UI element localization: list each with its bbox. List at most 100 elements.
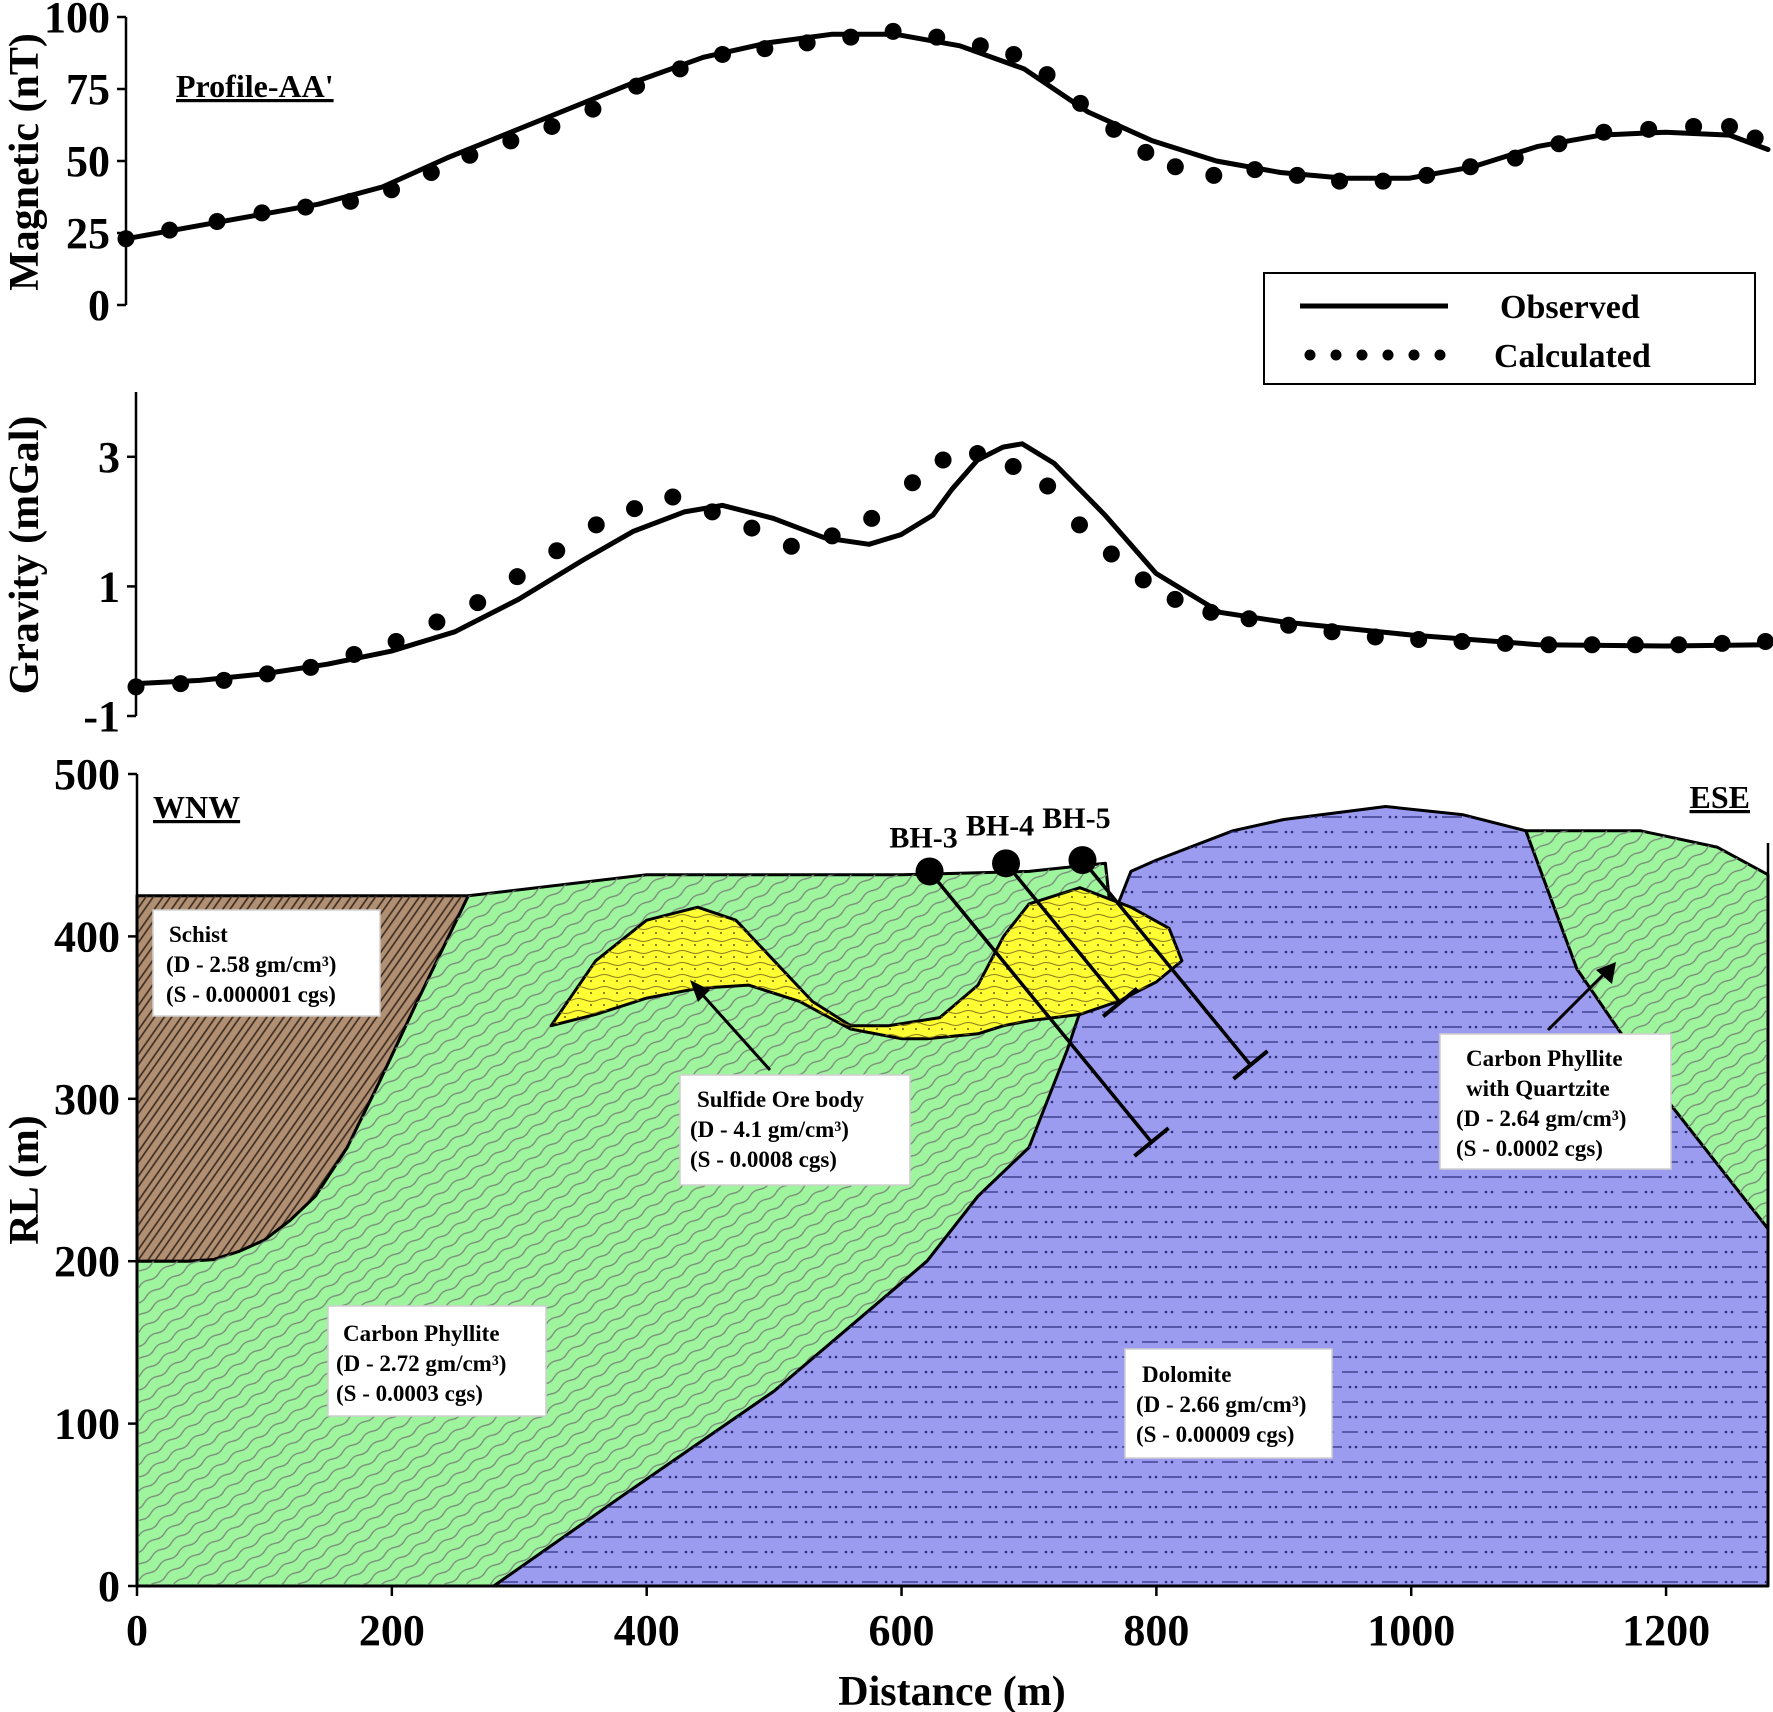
gravity-calculated-point [1039,477,1057,495]
legend-dot [1382,349,1394,361]
gravity-calculated-point [1240,610,1258,628]
gravity-calculated-point [1496,634,1514,652]
quartzite-label-name-2: with Quartzite [1466,1076,1610,1101]
magnetic-calculated-point [671,60,689,78]
gravity-calculated-point [626,500,644,518]
legend-box [1263,272,1756,385]
section-layers [135,805,1770,1588]
gravity-calculated-point [1626,636,1644,654]
quartzite-label-density: (D - 2.64 gm/cm³) [1456,1106,1626,1131]
gravity-calculated-point [345,645,363,663]
magnetic-calculated-point [383,181,401,199]
schist-label-density: (D - 2.58 gm/cm³) [166,952,336,977]
quartzite-label-name-1: Carbon Phyllite [1466,1046,1623,1071]
gravity-calculated-point [428,613,446,631]
magnetic-calculated-point [1105,120,1123,138]
gravity-calculated-point [934,451,952,469]
gravity-y-label: Gravity (mGal) [2,416,48,695]
section-y-tick-label: 100 [54,1400,120,1449]
magnetic-calculated-point [117,230,135,248]
gravity-calculated-point [743,519,761,537]
ore-body [549,886,1184,1041]
legend-dot-swatch [1304,349,1446,361]
gravity-calculated-point [1366,628,1384,646]
legend-dot [1330,349,1342,361]
borehole-trace [928,870,1153,1144]
gravity-calculated-point [387,632,405,650]
dolomite-label-density: (D - 2.66 gm/cm³) [1136,1392,1306,1417]
gravity-calculated-point [863,509,881,527]
direction-label-wnw: WNW [153,789,240,825]
magnetic-calculated-point [798,34,816,52]
gravity-calculated-point [258,665,276,683]
borehole-trace [1081,858,1252,1067]
gravity-calculated-point [1202,603,1220,621]
magnetic-calculated-point [1288,166,1306,184]
magnetic-calculated-point [1038,66,1056,84]
magnetic-tick-label: 0 [88,281,110,330]
magnetic-calculated-point [543,117,561,135]
borehole-collar [915,857,944,886]
section-x-tick-label: 200 [359,1606,425,1655]
magnetic-calculated-point [502,132,520,150]
gravity-calculated-point [1540,636,1558,654]
quartzite-arrow [1546,962,1616,1032]
gravity-calculated-point [969,445,986,463]
magnetic-calculated-point [584,100,602,118]
gravity-calculated-point [1670,636,1688,654]
magnetic-calculated-point [1005,45,1023,63]
gravity-calculated-point [1323,623,1341,641]
magnetic-tick-label: 50 [66,137,110,186]
magnetic-tick-label: 75 [66,65,110,114]
borehole-label: BH-5 [1042,802,1110,835]
section-y-label: RL (m) [2,1115,48,1245]
magnetic-calculated-point [1418,166,1436,184]
gravity-calculated-point [1004,458,1022,476]
magnetic-calculated-point [884,22,902,40]
gravity-tick-label: -1 [83,692,120,741]
magnetic-calculated-point [1595,123,1613,141]
section-y-tick-label: 0 [98,1562,120,1611]
gravity-calculated-point [1102,545,1120,563]
dolomite-label-susceptibility: (S - 0.00009 cgs) [1136,1422,1294,1447]
magnetic-calculated-point [756,40,774,58]
ore-label-name: Sulfide Ore body [697,1087,864,1112]
ore-label-density: (D - 4.1 gm/cm³) [690,1117,849,1142]
gravity-calculated-point [1583,636,1601,654]
gravity-calculated-point [903,474,921,492]
magnetic-calculated-point [341,192,359,210]
gravity-calculated-point [1134,571,1152,589]
dolomite-layer-texture [493,806,1768,1586]
gravity-calculated-point [469,594,487,612]
borehole-5: BH-5 [1042,802,1269,1081]
gravity-calculated-point [587,516,605,534]
gravity-calculated-point [172,675,190,693]
schist-label-box: Schist (D - 2.58 gm/cm³) (S - 0.000001 c… [152,909,381,1017]
magnetic-calculated-point [928,28,946,46]
magnetic-calculated-point [1461,158,1479,176]
section-x-tick-label: 0 [126,1606,148,1655]
gravity-calculated-point [302,658,320,676]
magnetic-calculated-point [422,164,440,182]
gravity-calculated-point [127,678,145,696]
ore-label-box: Sulfide Ore body (D - 4.1 gm/cm³) (S - 0… [679,1074,911,1186]
gravity-calculated-point [1280,616,1298,634]
ore-arrow [690,980,772,1072]
borehole-end-cap [1232,1049,1269,1081]
legend-dot [1408,349,1420,361]
magnetic-calculated-point [253,204,271,222]
gravity-observed-line [133,441,1771,687]
borehole-end-cap [1101,987,1139,1019]
gravity-calculated-point [548,542,566,560]
borehole-4: BH-4 [966,809,1139,1019]
gravity-calculated-point [1410,631,1428,649]
gravity-calculated-point [1166,590,1184,608]
gravity-panel: -113 Gravity (mGal) [2,392,1773,741]
magnetic-calculated-point [1374,172,1392,190]
legend-observed-label: Observed [1500,289,1640,326]
magnetic-tick-label: 100 [44,0,110,42]
